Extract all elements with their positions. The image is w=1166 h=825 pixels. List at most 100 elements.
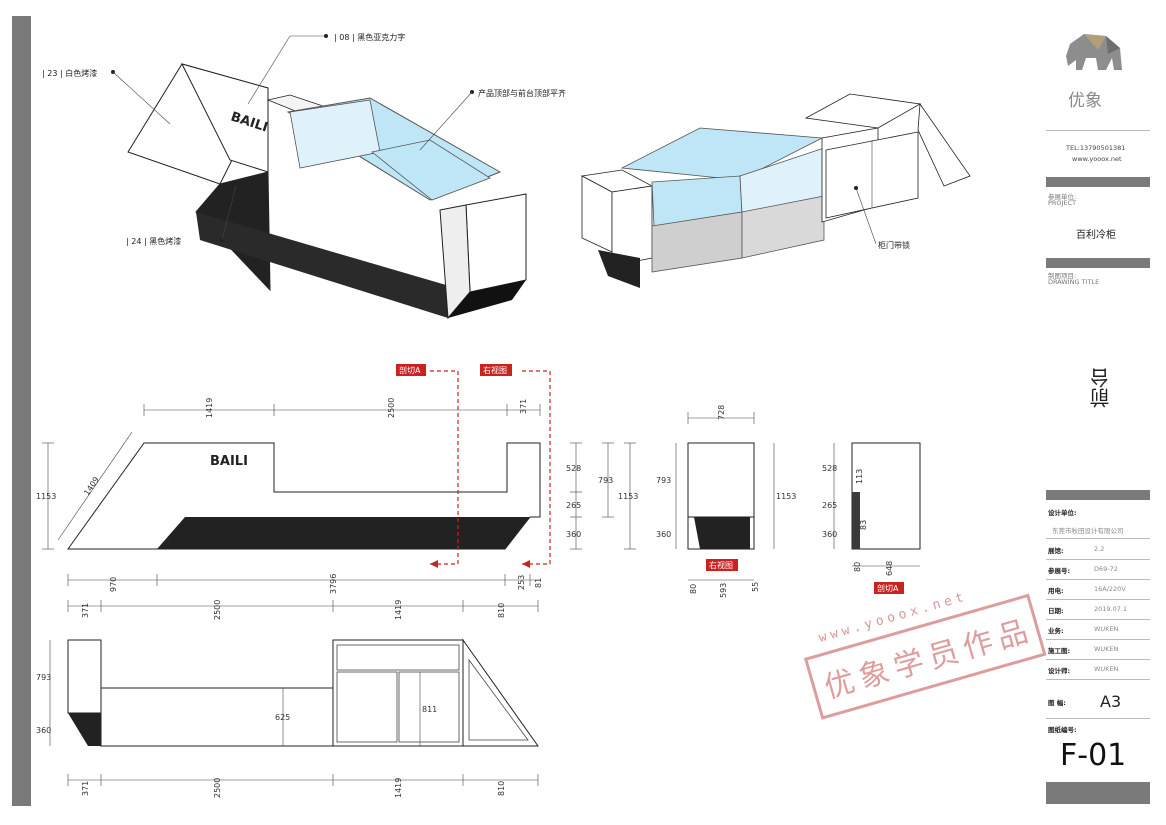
info-row: 设计师:WUKEN — [1046, 659, 1150, 680]
dim-1409: 1409 — [82, 475, 101, 497]
drawing-canvas: BAILI | 08 | 黑色亚克力字 | 23 | 白色烤漆 | 24 | 黑… — [36, 32, 971, 798]
dim-728: 728 — [717, 405, 726, 420]
drawing-label-en: DRAWING TITLE — [1048, 278, 1100, 286]
dim-1419: 1419 — [205, 398, 214, 418]
callout-23: | 23 | 白色烤漆 — [42, 68, 171, 125]
dim-sec-528: 528 — [822, 464, 837, 473]
dim-970: 970 — [109, 577, 118, 592]
plan-dim-top: 371 2500 1419 810 — [67, 600, 539, 620]
dim-plan-793: 793 — [36, 673, 51, 682]
right-view-cut-line — [522, 370, 551, 565]
drawing-name: 前台 — [1089, 368, 1113, 408]
drawing-label-cn: 制图项目: — [1048, 272, 1077, 280]
dim-113: 113 — [855, 469, 864, 484]
dim-right-793: 793 — [656, 476, 671, 485]
callout-24: | 24 | 黑色烤漆 — [126, 185, 237, 246]
tag-section-a-2: 剖切A — [874, 582, 904, 594]
tag-right-view-2: 右视图 — [706, 559, 738, 571]
dim-371: 371 — [519, 399, 528, 414]
dim-1153-right: 1153 — [618, 492, 638, 501]
front-dim-top: 1419 2500 371 — [143, 398, 541, 418]
tag-right-view: 右视图 — [480, 364, 512, 376]
dim-81: 81 — [534, 578, 543, 588]
fridge-unit-2 — [741, 195, 825, 259]
callout-08: | 08 | 黑色亚克力字 — [247, 32, 405, 105]
dim-right-80: 80 — [689, 584, 698, 594]
callout-08-label: | 08 | 黑色亚克力字 — [334, 32, 405, 42]
front-dim-right: 528 265 360 793 1153 — [566, 442, 638, 550]
tel-text: TEL:13790501381 — [1066, 144, 1126, 152]
title-bar-3 — [1046, 490, 1150, 500]
callout-top: 产品顶部与前台顶部平齐 — [419, 88, 566, 151]
tag-right-view-label: 右视图 — [483, 365, 507, 375]
dim-265: 265 — [566, 501, 581, 510]
dim-plan-top-1419: 1419 — [394, 600, 403, 620]
front-dim-bottom: 970 3796 253 81 — [67, 574, 543, 594]
dim-plan-360: 360 — [36, 726, 51, 735]
isometric-view-front: BAILI — [127, 63, 527, 320]
plan-dim-bottom: 371 2500 1419 810 — [67, 774, 539, 798]
company-name: 东莞市秋田设计有限公司 — [1052, 527, 1124, 535]
dim-625: 625 — [275, 713, 290, 722]
right-view-base — [694, 517, 750, 549]
company-label: 设计单位: — [1048, 509, 1077, 517]
callout-top-label: 产品顶部与前台顶部平齐 — [478, 88, 566, 98]
dim-plan-bot-1419: 1419 — [394, 778, 403, 798]
drawing-number: F-01 — [1060, 738, 1127, 773]
dim-593: 593 — [719, 583, 728, 598]
tag-section-a-label: 剖切A — [399, 365, 421, 375]
dim-right-360: 360 — [656, 530, 671, 539]
elephant-logo-icon — [1066, 34, 1122, 70]
front-black-base — [157, 517, 530, 549]
callout-24-label: | 24 | 黑色烤漆 — [126, 236, 181, 246]
title-block: 优象 TEL:13790501381 www.yooox.net 参展单位: P… — [1046, 18, 1150, 806]
dim-793: 793 — [598, 476, 613, 485]
callout-lock: 柜门带锁 — [854, 186, 910, 250]
dim-55: 55 — [751, 582, 760, 592]
frame-left-band — [12, 16, 31, 806]
dim-sec-360: 360 — [822, 530, 837, 539]
title-bar-2 — [1046, 258, 1150, 268]
dim-2500: 2500 — [387, 398, 396, 418]
dim-plan-top-810: 810 — [497, 603, 506, 618]
dim-sec-265: 265 — [822, 501, 837, 510]
section-a-cut-line — [430, 370, 459, 565]
dim-right-1153: 1153 — [776, 492, 796, 501]
dim-83: 83 — [859, 520, 868, 530]
tag-section-a-2-label: 剖切A — [877, 583, 899, 593]
title-bar-bottom — [1046, 782, 1150, 804]
dim-528: 528 — [566, 464, 581, 473]
logo-text: 优象 — [1068, 91, 1102, 111]
project-label-en: PROJECT — [1048, 199, 1077, 207]
info-row: 展馆:2.2 — [1046, 539, 1150, 560]
website-text: www.yooox.net — [1072, 155, 1122, 163]
paper-size: A3 — [1100, 692, 1122, 711]
dim-plan-top-371: 371 — [81, 603, 90, 618]
callout-lock-label: 柜门带锁 — [878, 240, 910, 250]
front-brand-text: BAILI — [210, 454, 248, 469]
dim-360: 360 — [566, 530, 581, 539]
right-view: 728 793 360 1153 80 593 55 — [656, 405, 796, 598]
info-row: 参展号:D69-72 — [1046, 559, 1150, 580]
project-label-cn: 参展单位: — [1048, 193, 1077, 201]
stamp-text: 优象学员作品 — [820, 612, 1038, 706]
dim-253: 253 — [517, 575, 526, 590]
info-row: 业务:WUKEN — [1046, 619, 1150, 640]
dim-plan-top-2500: 2500 — [213, 600, 222, 620]
number-label: 图纸编号: — [1048, 726, 1077, 734]
dim-648: 648 — [885, 561, 894, 576]
section-a-view: 528 265 360 113 83 80 648 — [822, 442, 921, 576]
info-row: 用电:16A/220V — [1046, 579, 1150, 600]
size-label: 图 幅: — [1048, 699, 1066, 707]
isometric-view-back — [580, 93, 971, 288]
dim-plan-bot-2500: 2500 — [213, 778, 222, 798]
title-bar-1 — [1046, 177, 1150, 187]
dim-sec-80: 80 — [853, 562, 862, 572]
dim-plan-bot-371: 371 — [81, 781, 90, 796]
dim-3796: 3796 — [329, 574, 338, 594]
dim-plan-bot-810: 810 — [497, 781, 506, 796]
tag-right-view-2-label: 右视图 — [709, 560, 733, 570]
back-elevation: 625 811 793 360 — [36, 638, 539, 747]
info-row: 施工图:WUKEN — [1046, 639, 1150, 660]
dim-811: 811 — [422, 705, 437, 714]
